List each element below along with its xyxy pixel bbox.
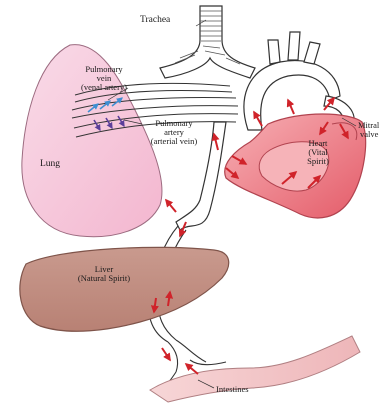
- svg-text:(Natural Spirit): (Natural Spirit): [78, 273, 130, 283]
- liver: [20, 247, 229, 331]
- pulmonary-artery-label: Pulmonary artery (arterial vein): [151, 118, 198, 146]
- trachea: [160, 6, 255, 78]
- mitral-valve-label: Mitral valve: [358, 120, 380, 139]
- svg-text:(arterial vein): (arterial vein): [151, 136, 198, 146]
- svg-text:Spirit): Spirit): [307, 156, 329, 166]
- lung-label: Lung: [40, 159, 60, 169]
- svg-text:valve: valve: [360, 129, 379, 139]
- trachea-label: Trachea: [140, 15, 171, 25]
- intestines-label: Intestines: [216, 384, 249, 394]
- heart: [225, 114, 366, 218]
- svg-text:(venal artery): (venal artery): [81, 82, 127, 92]
- intestines: [150, 336, 360, 402]
- heart-label: Heart (Vital Spirit): [307, 138, 329, 166]
